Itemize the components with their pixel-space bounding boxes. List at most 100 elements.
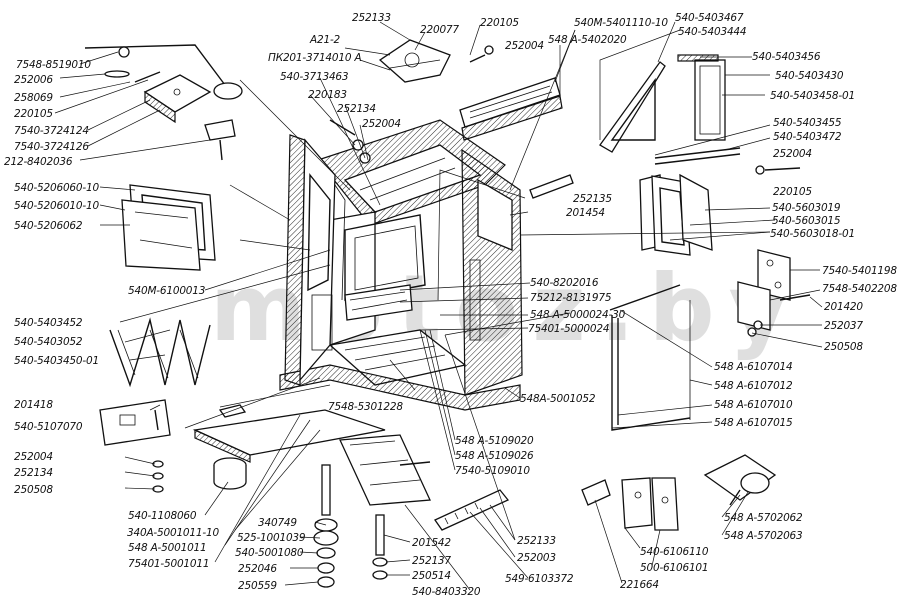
part-label: 548 А-5402020	[548, 34, 627, 46]
rubber-bump	[213, 457, 247, 490]
part-label: 540-5403430	[775, 70, 844, 82]
part-label: 220077	[420, 24, 459, 36]
part-label: 252135	[573, 193, 612, 205]
part-label: 540-5403458-01	[770, 90, 855, 102]
part-label: 250508	[824, 341, 863, 353]
lower-left-bracket	[99, 399, 171, 493]
part-label: 540-5206062	[14, 220, 83, 232]
part-label: 220105	[773, 186, 812, 198]
cab-body	[279, 119, 523, 411]
part-label: 252046	[238, 563, 277, 575]
part-label: 540-3713463	[280, 71, 349, 83]
part-label: 252134	[14, 467, 53, 479]
part-label: 540-8403320	[412, 586, 481, 598]
part-label: 540-5403450-01	[14, 355, 99, 367]
part-label: 548 А-5702063	[724, 530, 803, 542]
part-label: 540-5403052	[14, 336, 83, 348]
part-label: 540-5403467	[675, 12, 744, 24]
part-label: 540-5206060-10	[14, 182, 99, 194]
part-label: 540-5603019	[772, 202, 841, 214]
push-button	[703, 454, 777, 506]
part-label: 7548-8519010	[16, 59, 91, 71]
part-label: 7540-3724124	[14, 125, 89, 137]
side-window-set	[599, 54, 801, 175]
part-label: 540-5107070	[14, 421, 83, 433]
part-label: 548 А-5109020	[455, 435, 534, 447]
part-label: 7548-5301228	[328, 401, 403, 413]
part-label: 252003	[517, 552, 556, 564]
part-label: 201454	[566, 207, 605, 219]
threaded-pin	[434, 489, 510, 531]
part-label: 540-5603015	[772, 215, 841, 227]
part-label: 212-8402036	[4, 156, 73, 168]
part-label: 7540-5109010	[455, 465, 530, 477]
part-label: 549-6103372	[505, 573, 574, 585]
part-label: 548 А-5109026	[455, 450, 534, 462]
wiper-assembly	[84, 44, 243, 124]
part-label: 540-5403452	[14, 317, 83, 329]
part-label: 540-1108060	[128, 510, 197, 522]
part-label: 75212-8131975	[530, 292, 612, 304]
part-label: 540-5403444	[678, 26, 747, 38]
screw-top-left	[204, 119, 236, 161]
part-label: 540-5403472	[773, 131, 842, 143]
part-label: 7540-3724126	[14, 141, 89, 153]
part-label: 252004	[505, 40, 544, 52]
part-label: 540-5403455	[773, 117, 842, 129]
part-label: 220183	[308, 89, 347, 101]
part-label: 252133	[352, 12, 391, 24]
part-label: 548 А-6107012	[714, 380, 793, 392]
part-label: 250559	[238, 580, 277, 592]
quarter-window	[109, 317, 211, 388]
visor-strip	[459, 77, 563, 141]
part-label: 220105	[14, 108, 53, 120]
part-label: 250508	[14, 484, 53, 496]
part-label: 548 А-6107015	[714, 417, 793, 429]
part-label: 250514	[412, 570, 451, 582]
part-label: 548 А-6107010	[714, 399, 793, 411]
part-label: 258069	[14, 92, 53, 104]
part-label: 252137	[412, 555, 451, 567]
part-label: 540-5403456	[752, 51, 821, 63]
part-label: 75401-5000024	[528, 323, 610, 335]
part-label: 540М-6100013	[128, 285, 206, 297]
hinge-plate	[737, 249, 811, 337]
part-label: 500-6106101	[640, 562, 709, 574]
part-label: 540М-5401110-10	[574, 17, 668, 29]
part-label: ПК201-3714010 А	[268, 52, 362, 64]
part-label: 7540-5401198	[822, 265, 897, 277]
part-label: 548А-5001052	[520, 393, 596, 405]
bolt-252135	[529, 174, 574, 199]
part-label: 548 А-5702062	[724, 512, 803, 524]
part-label: 540-5001080	[235, 547, 304, 559]
part-label: 201418	[14, 399, 53, 411]
roof-fan	[378, 39, 451, 83]
part-label: 7548-5402208	[822, 283, 897, 295]
step-bracket	[339, 434, 431, 506]
part-label: 201420	[824, 301, 863, 313]
part-label: 548 А-5000024-30	[530, 309, 626, 321]
part-label: 252004	[773, 148, 812, 160]
part-label: 75401-5001011	[128, 558, 210, 570]
part-label: 252037	[824, 320, 863, 332]
part-label: 540-8202016	[530, 277, 599, 289]
part-label: А21-2	[310, 34, 341, 46]
leader-lines	[54, 21, 823, 591]
part-label: 340А-5001011-10	[127, 527, 219, 539]
part-label: 220105	[480, 17, 519, 29]
part-label: 548 А-6107014	[714, 361, 793, 373]
part-label: 252004	[362, 118, 401, 130]
part-label: 252134	[337, 103, 376, 115]
part-label: 252006	[14, 74, 53, 86]
roof-bolts	[329, 45, 494, 164]
handrail	[609, 284, 691, 431]
part-label: 540-5206010-10	[14, 200, 99, 212]
left-window-frames	[121, 184, 216, 271]
part-label: 540-6106110	[640, 546, 709, 558]
part-label: 540-5603018-01	[770, 228, 855, 240]
part-label: 340749	[258, 517, 297, 529]
part-label: 221664	[620, 579, 659, 591]
part-label: 525-1001039	[237, 532, 306, 544]
part-label: 252133	[517, 535, 556, 547]
